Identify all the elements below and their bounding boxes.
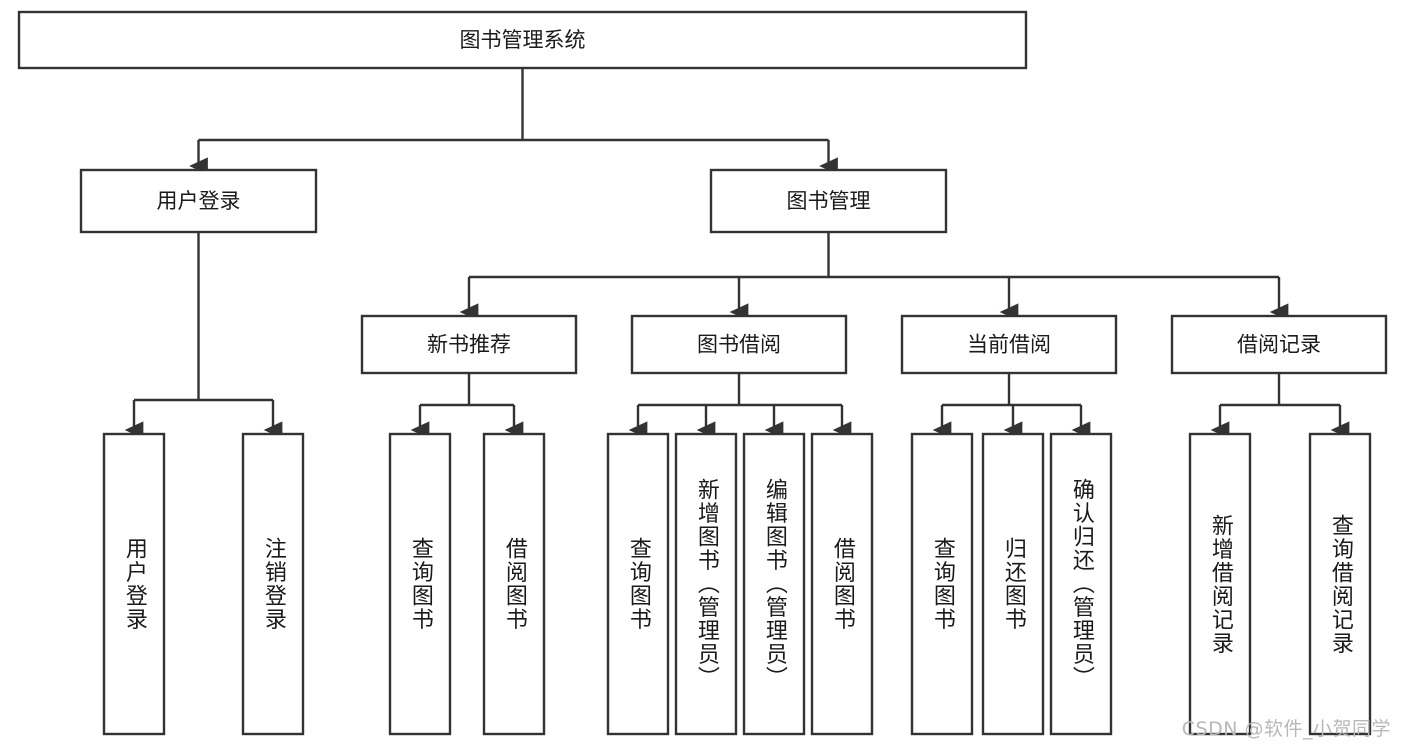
node-box-new-book-recommend[interactable] xyxy=(360,314,578,375)
node-box-user-login[interactable] xyxy=(79,168,318,234)
node-boxes-layer xyxy=(17,10,1388,736)
node-box-leaf-edit-book[interactable] xyxy=(742,432,806,736)
node-box-leaf-confirm-return[interactable] xyxy=(1049,432,1113,736)
node-label-current-borrow: 当前借阅 xyxy=(967,333,1051,357)
node-box-root[interactable] xyxy=(17,10,1028,70)
node-box-leaf-add-book[interactable] xyxy=(674,432,738,736)
node-label-borrow-record: 借阅记录 xyxy=(1237,333,1321,357)
node-box-leaf-borrow-book-1[interactable] xyxy=(482,432,546,736)
connector-layer xyxy=(124,68,1350,439)
node-box-leaf-query-book-2[interactable] xyxy=(606,432,670,736)
node-box-leaf-return-book[interactable] xyxy=(981,432,1045,736)
node-label-book-borrow: 图书借阅 xyxy=(697,333,781,357)
node-box-book-borrow[interactable] xyxy=(630,314,848,375)
node-box-leaf-query-book-1[interactable] xyxy=(388,432,452,736)
node-label-root: 图书管理系统 xyxy=(460,28,586,52)
node-box-leaf-logout[interactable] xyxy=(241,432,305,736)
node-box-book-manage[interactable] xyxy=(709,168,948,234)
node-box-leaf-query-book-3[interactable] xyxy=(910,432,974,736)
node-box-current-borrow[interactable] xyxy=(900,314,1118,375)
node-box-leaf-query-record[interactable] xyxy=(1308,432,1372,736)
node-label-new-book-recommend: 新书推荐 xyxy=(427,333,511,357)
node-box-leaf-borrow-book-2[interactable] xyxy=(810,432,874,736)
node-label-book-manage: 图书管理 xyxy=(787,189,871,213)
node-box-leaf-user-login[interactable] xyxy=(102,432,166,736)
node-box-borrow-record[interactable] xyxy=(1170,314,1388,375)
node-label-user-login: 用户登录 xyxy=(157,189,241,213)
watermark: CSDN @软件_小贺同学 xyxy=(1181,718,1391,740)
node-box-leaf-add-record[interactable] xyxy=(1188,432,1252,736)
